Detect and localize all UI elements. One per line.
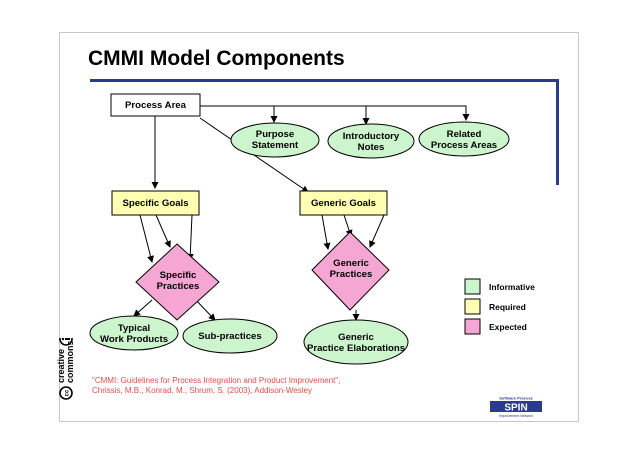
generic-practice-elaborations-label: Generic Practice Elaborations (306, 332, 406, 354)
specific-practices-diamond (135, 243, 220, 321)
arrow-process-to-related (200, 105, 470, 121)
specific-goals-label: Specific Goals (122, 198, 189, 209)
legend-required-swatch (464, 298, 481, 315)
arrow-sp-to-twp (133, 299, 153, 317)
svg-text:SPIN: SPIN (504, 403, 527, 414)
legend-informative-label: Informative (489, 282, 535, 292)
title-rule (90, 79, 557, 82)
sub-practices-ellipse (182, 318, 278, 354)
svg-text:creative: creative (56, 349, 66, 383)
svg-text:cc: cc (65, 389, 71, 396)
legend-expected-label: Expected (489, 322, 527, 332)
generic-practice-elaborations-ellipse (303, 319, 409, 365)
svg-text:Software Process: Software Process (499, 396, 533, 401)
specific-goals-box (111, 190, 200, 216)
generic-practices-diamond (311, 231, 390, 311)
citation-text: "CMMI: Guidelines for Process Integratio… (92, 376, 341, 395)
generic-goals-box (299, 190, 388, 216)
process-area-label: Process Area (125, 100, 186, 111)
creative-commons-logo: cc creative commons (56, 338, 75, 400)
spin-logo: Software Process SPIN Improvement Networ… (487, 394, 545, 419)
process-area-box (110, 93, 201, 117)
typical-work-products-ellipse (89, 315, 179, 351)
generic-goals-label: Generic Goals (310, 198, 377, 209)
legend-expected-swatch (464, 318, 481, 335)
purpose-statement-label: Purpose Statement (251, 129, 299, 151)
related-process-areas-label: Related Process Areas (430, 129, 498, 151)
page-title: CMMI Model Components (88, 47, 345, 70)
specific-practices-label: Specific Practices (156, 270, 200, 292)
purpose-statement-ellipse (230, 122, 320, 158)
arrow-sg-to-sp-left (139, 214, 154, 263)
related-process-areas-ellipse (418, 121, 510, 157)
sub-practices-label: Sub-practices (198, 331, 262, 342)
svg-text:commons: commons (65, 340, 75, 383)
arrow-gg-to-gp-left (321, 214, 331, 250)
generic-practices-label: Generic Practices (329, 258, 373, 280)
legend-informative-swatch (464, 278, 481, 295)
typical-work-products-label: Typical Work Products (99, 323, 169, 345)
introductory-notes-label: Introductory Notes (342, 131, 400, 153)
legend-required-label: Required (489, 302, 526, 312)
introductory-notes-ellipse (327, 123, 415, 159)
arrow-gg-to-gp-right (369, 214, 385, 248)
side-rule (556, 79, 559, 185)
arrow-sg-to-sp-right (186, 214, 194, 261)
svg-text:Improvement Network: Improvement Network (499, 414, 533, 418)
arrow-sg-to-sp-mid (155, 214, 171, 248)
